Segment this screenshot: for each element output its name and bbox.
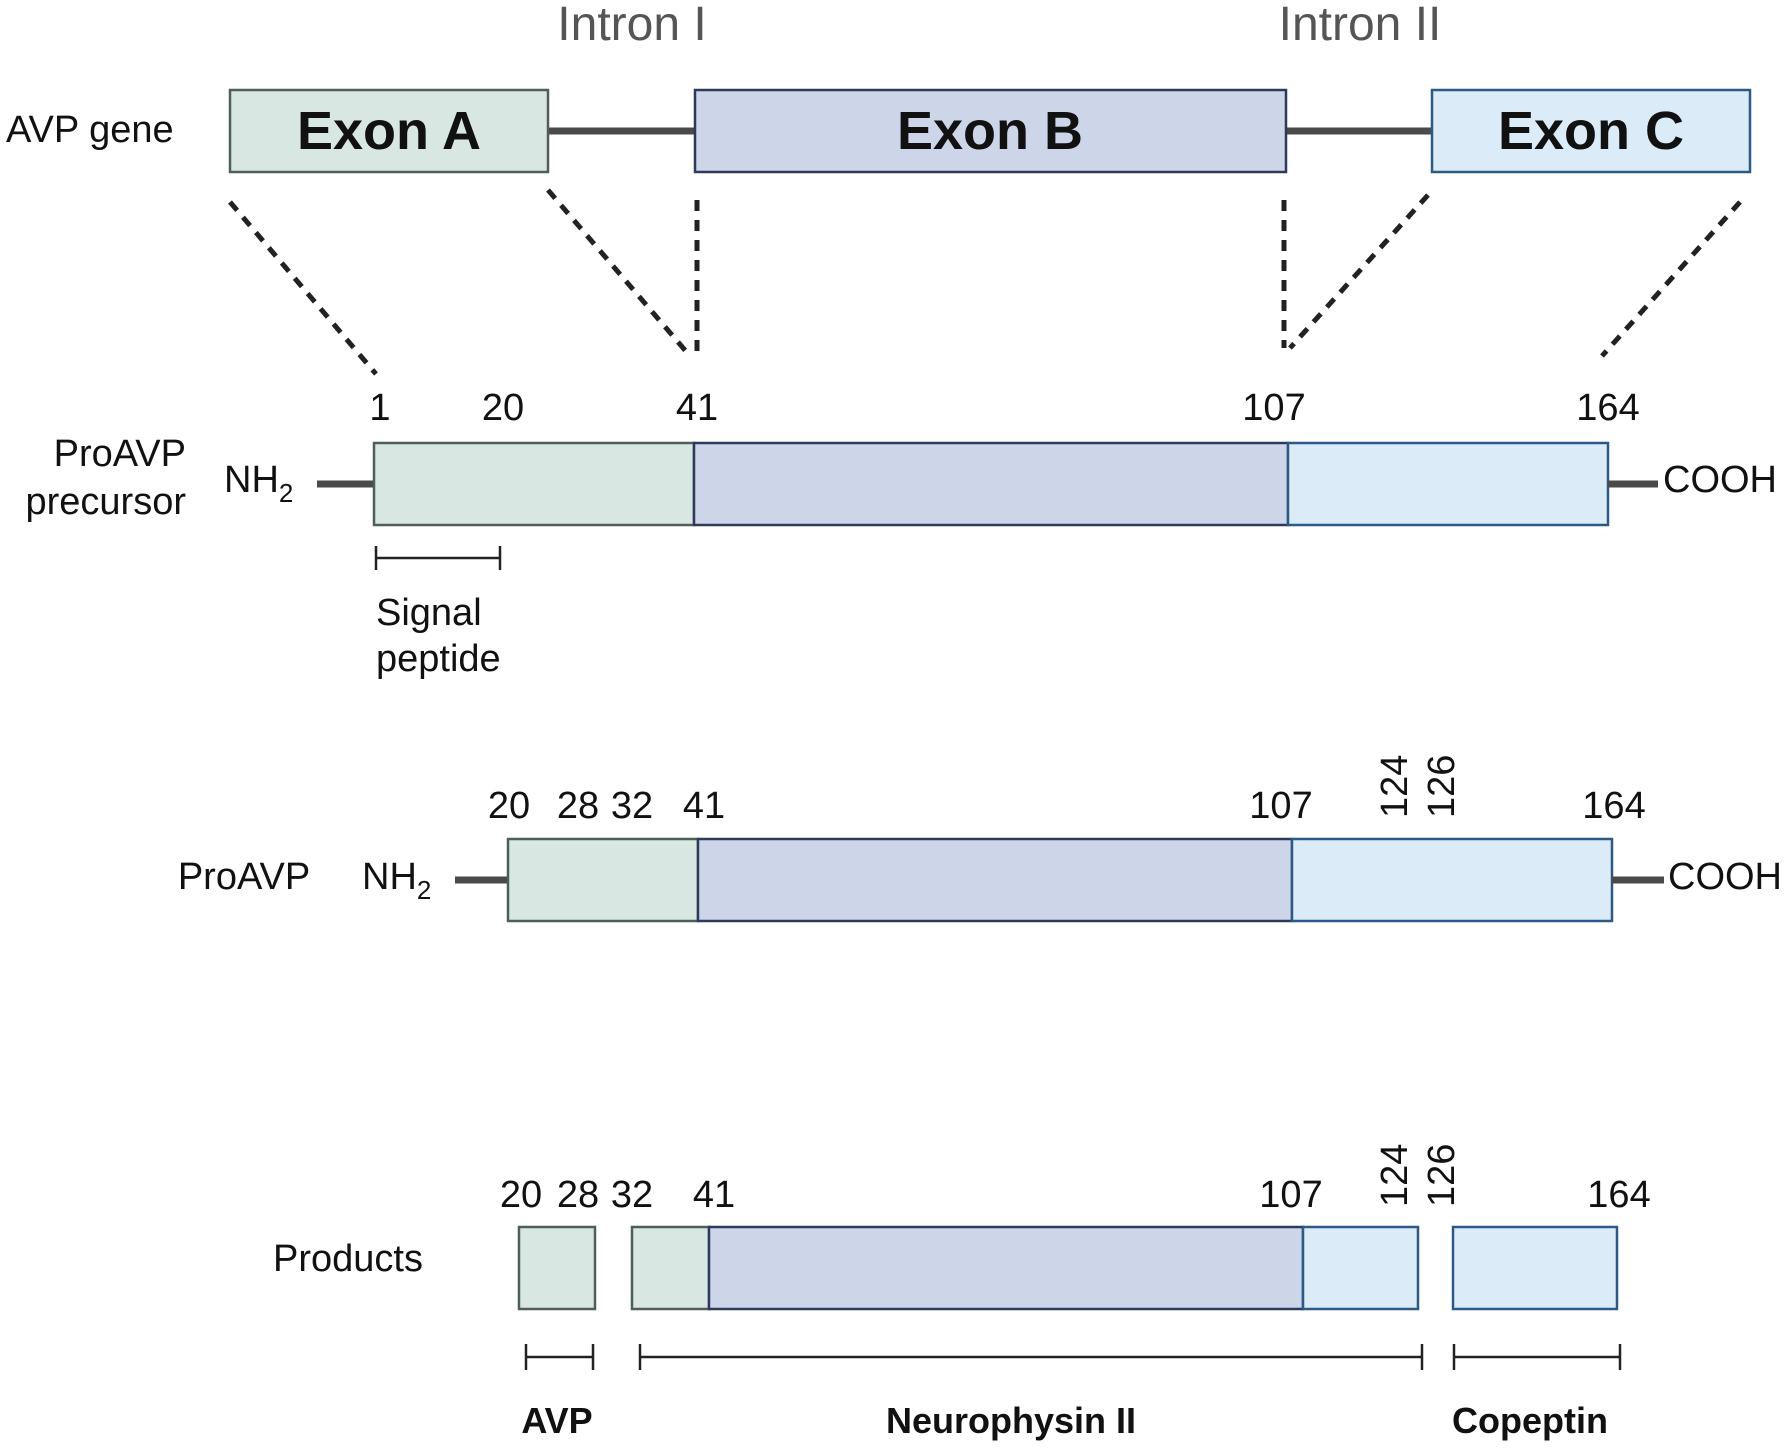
map-line-exon-a-start: [228, 200, 378, 376]
intron-2-label: Intron II: [1279, 0, 1442, 51]
exon-a-label: Exon A: [297, 101, 481, 161]
precursor-position-107: 107: [1242, 387, 1305, 429]
precursor-label-line1: ProAVP: [54, 433, 186, 475]
product-neurophysin-exon-b-segment: [707, 1225, 1305, 1311]
precursor-n-terminus: NH2: [224, 459, 293, 508]
proavp-label: ProAVP: [178, 856, 310, 898]
map-line-exon-c-start: [1288, 193, 1430, 350]
exon-b-label: Exon B: [897, 101, 1083, 161]
proavp-c-terminus: COOH: [1668, 856, 1782, 898]
product-neurophysin-exon-c-segment: [1301, 1225, 1420, 1311]
products-position-124: 124: [1374, 1144, 1416, 1207]
precursor-c-terminus: COOH: [1663, 459, 1777, 501]
products-position-126: 126: [1421, 1144, 1463, 1207]
precursor-exon-c-segment: [1286, 441, 1610, 527]
precursor-exon-b-segment: [692, 441, 1290, 527]
signal-peptide-label-line1: Signal: [376, 592, 482, 634]
products-position-41: 41: [693, 1174, 735, 1216]
precursor-position-1: 1: [369, 387, 390, 429]
proavp-position-41: 41: [683, 785, 725, 827]
product-name-copeptin: Copeptin: [1452, 1400, 1608, 1441]
precursor-exon-a-segment: [372, 441, 696, 527]
products-position-20: 20: [500, 1174, 542, 1216]
products-position-107: 107: [1259, 1174, 1322, 1216]
proavp-position-20: 20: [488, 785, 530, 827]
exon-a-box: [228, 88, 550, 174]
precursor-position-41: 41: [676, 387, 718, 429]
proavp-position-28: 28: [557, 785, 599, 827]
products-position-32: 32: [611, 1174, 653, 1216]
signal-peptide-bracket: [374, 546, 502, 570]
avp-bracket: [524, 1344, 595, 1370]
precursor-position-20: 20: [482, 387, 524, 429]
product-avp-segment: [517, 1225, 597, 1311]
precursor-label-line2: precursor: [26, 481, 187, 523]
proavp-position-32: 32: [611, 785, 653, 827]
proavp-n-terminus: NH2: [362, 856, 431, 905]
exon-c-label: Exon C: [1498, 101, 1684, 161]
proavp-exon-a-segment: [506, 837, 700, 923]
product-name-neurophysin-ii: Neurophysin II: [886, 1400, 1136, 1441]
map-line-exon-a-end: [546, 188, 692, 358]
neurophysin-bracket: [638, 1344, 1424, 1370]
copeptin-bracket: [1452, 1344, 1622, 1370]
gene-row-label: AVP gene: [6, 109, 174, 151]
signal-peptide-label-line2: peptide: [376, 638, 501, 680]
products-label: Products: [273, 1238, 423, 1280]
exon-c-box: [1430, 88, 1752, 174]
map-line-exon-c-end: [1600, 200, 1742, 358]
product-copeptin-segment: [1451, 1225, 1619, 1311]
product-neurophysin-exon-a-segment: [630, 1225, 711, 1311]
precursor-position-164: 164: [1576, 387, 1639, 429]
products-position-164: 164: [1587, 1174, 1650, 1216]
proavp-position-107: 107: [1249, 785, 1312, 827]
exon-b-box: [693, 88, 1288, 174]
proavp-position-124: 124: [1374, 755, 1416, 818]
intron-1-label: Intron I: [557, 0, 706, 51]
proavp-exon-b-segment: [696, 837, 1294, 923]
proavp-position-126: 126: [1421, 755, 1463, 818]
proavp-position-164: 164: [1582, 785, 1645, 827]
proavp-exon-c-segment: [1290, 837, 1614, 923]
product-name-avp: AVP: [521, 1400, 592, 1441]
products-position-28: 28: [557, 1174, 599, 1216]
